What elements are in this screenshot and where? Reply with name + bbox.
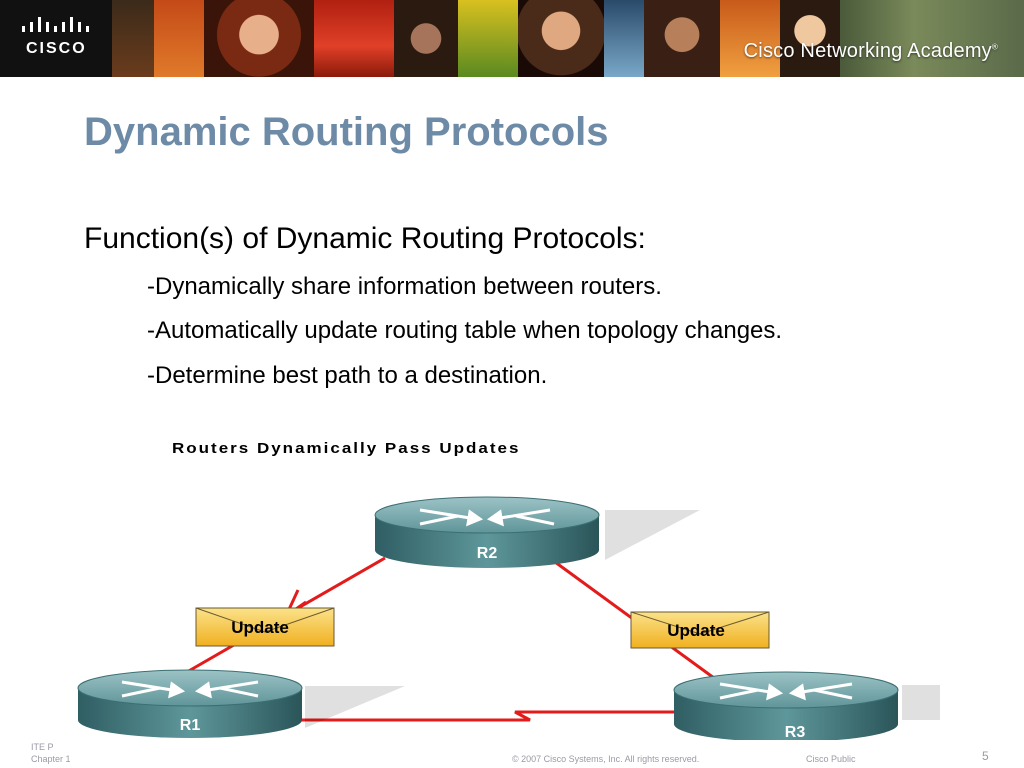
router-label: R2 bbox=[477, 545, 498, 562]
footer-chapter: Chapter 1 bbox=[31, 754, 71, 764]
link-r1-r3 bbox=[300, 710, 750, 722]
router-arrows-icon bbox=[719, 682, 853, 701]
router-r1: R1 bbox=[77, 669, 303, 738]
cisco-logo: CISCO bbox=[0, 0, 112, 77]
router-arrows-icon bbox=[419, 508, 555, 527]
banner-photo bbox=[112, 0, 154, 77]
banner-photo bbox=[720, 0, 780, 77]
footer-classification: Cisco Public bbox=[806, 754, 856, 764]
intro-text: Function(s) of Dynamic Routing Protocols… bbox=[84, 222, 646, 255]
banner-photo bbox=[518, 0, 604, 77]
bullet-item: -Determine best path to a destination. bbox=[147, 362, 548, 389]
banner-photo bbox=[644, 0, 720, 77]
footer-course: ITE P bbox=[31, 742, 54, 752]
update-label: Update bbox=[667, 621, 725, 640]
banner-photo bbox=[204, 0, 314, 77]
router-diagram: R2 R1 R3 Update Update bbox=[77, 496, 940, 740]
router-r3: R3 bbox=[673, 671, 899, 740]
router-label: R1 bbox=[180, 717, 201, 734]
footer-copyright: © 2007 Cisco Systems, Inc. All rights re… bbox=[512, 754, 700, 764]
update-envelope-right: Update bbox=[630, 611, 770, 649]
slide-title: Dynamic Routing Protocols bbox=[84, 110, 609, 154]
page-number: 5 bbox=[982, 749, 989, 763]
update-label: Update bbox=[231, 618, 289, 637]
bullet-item: -Dynamically share information between r… bbox=[147, 273, 662, 300]
banner-photo bbox=[458, 0, 518, 77]
banner-photo bbox=[840, 0, 1024, 77]
router-arrows-icon bbox=[121, 680, 259, 699]
diagram-title: Routers Dynamically Pass Updates bbox=[172, 440, 521, 457]
cisco-wordmark: CISCO bbox=[26, 40, 87, 57]
banner-photo bbox=[604, 0, 644, 77]
academy-text: Cisco Networking Academy bbox=[743, 40, 992, 62]
header-banner: CISCO Cisco Networking Academy® bbox=[0, 0, 1024, 77]
registered-mark: ® bbox=[991, 42, 998, 52]
update-envelope-left: Update bbox=[195, 607, 335, 647]
router-r2: R2 bbox=[374, 496, 600, 568]
banner-photo bbox=[154, 0, 204, 77]
bullet-item: -Automatically update routing table when… bbox=[147, 317, 783, 344]
banner-photo bbox=[780, 0, 840, 77]
router-label: R3 bbox=[785, 724, 806, 740]
banner-photo bbox=[314, 0, 394, 77]
banner-photo bbox=[394, 0, 458, 77]
academy-label: Cisco Networking Academy® bbox=[744, 40, 998, 63]
cisco-bridge-icon bbox=[22, 17, 89, 32]
